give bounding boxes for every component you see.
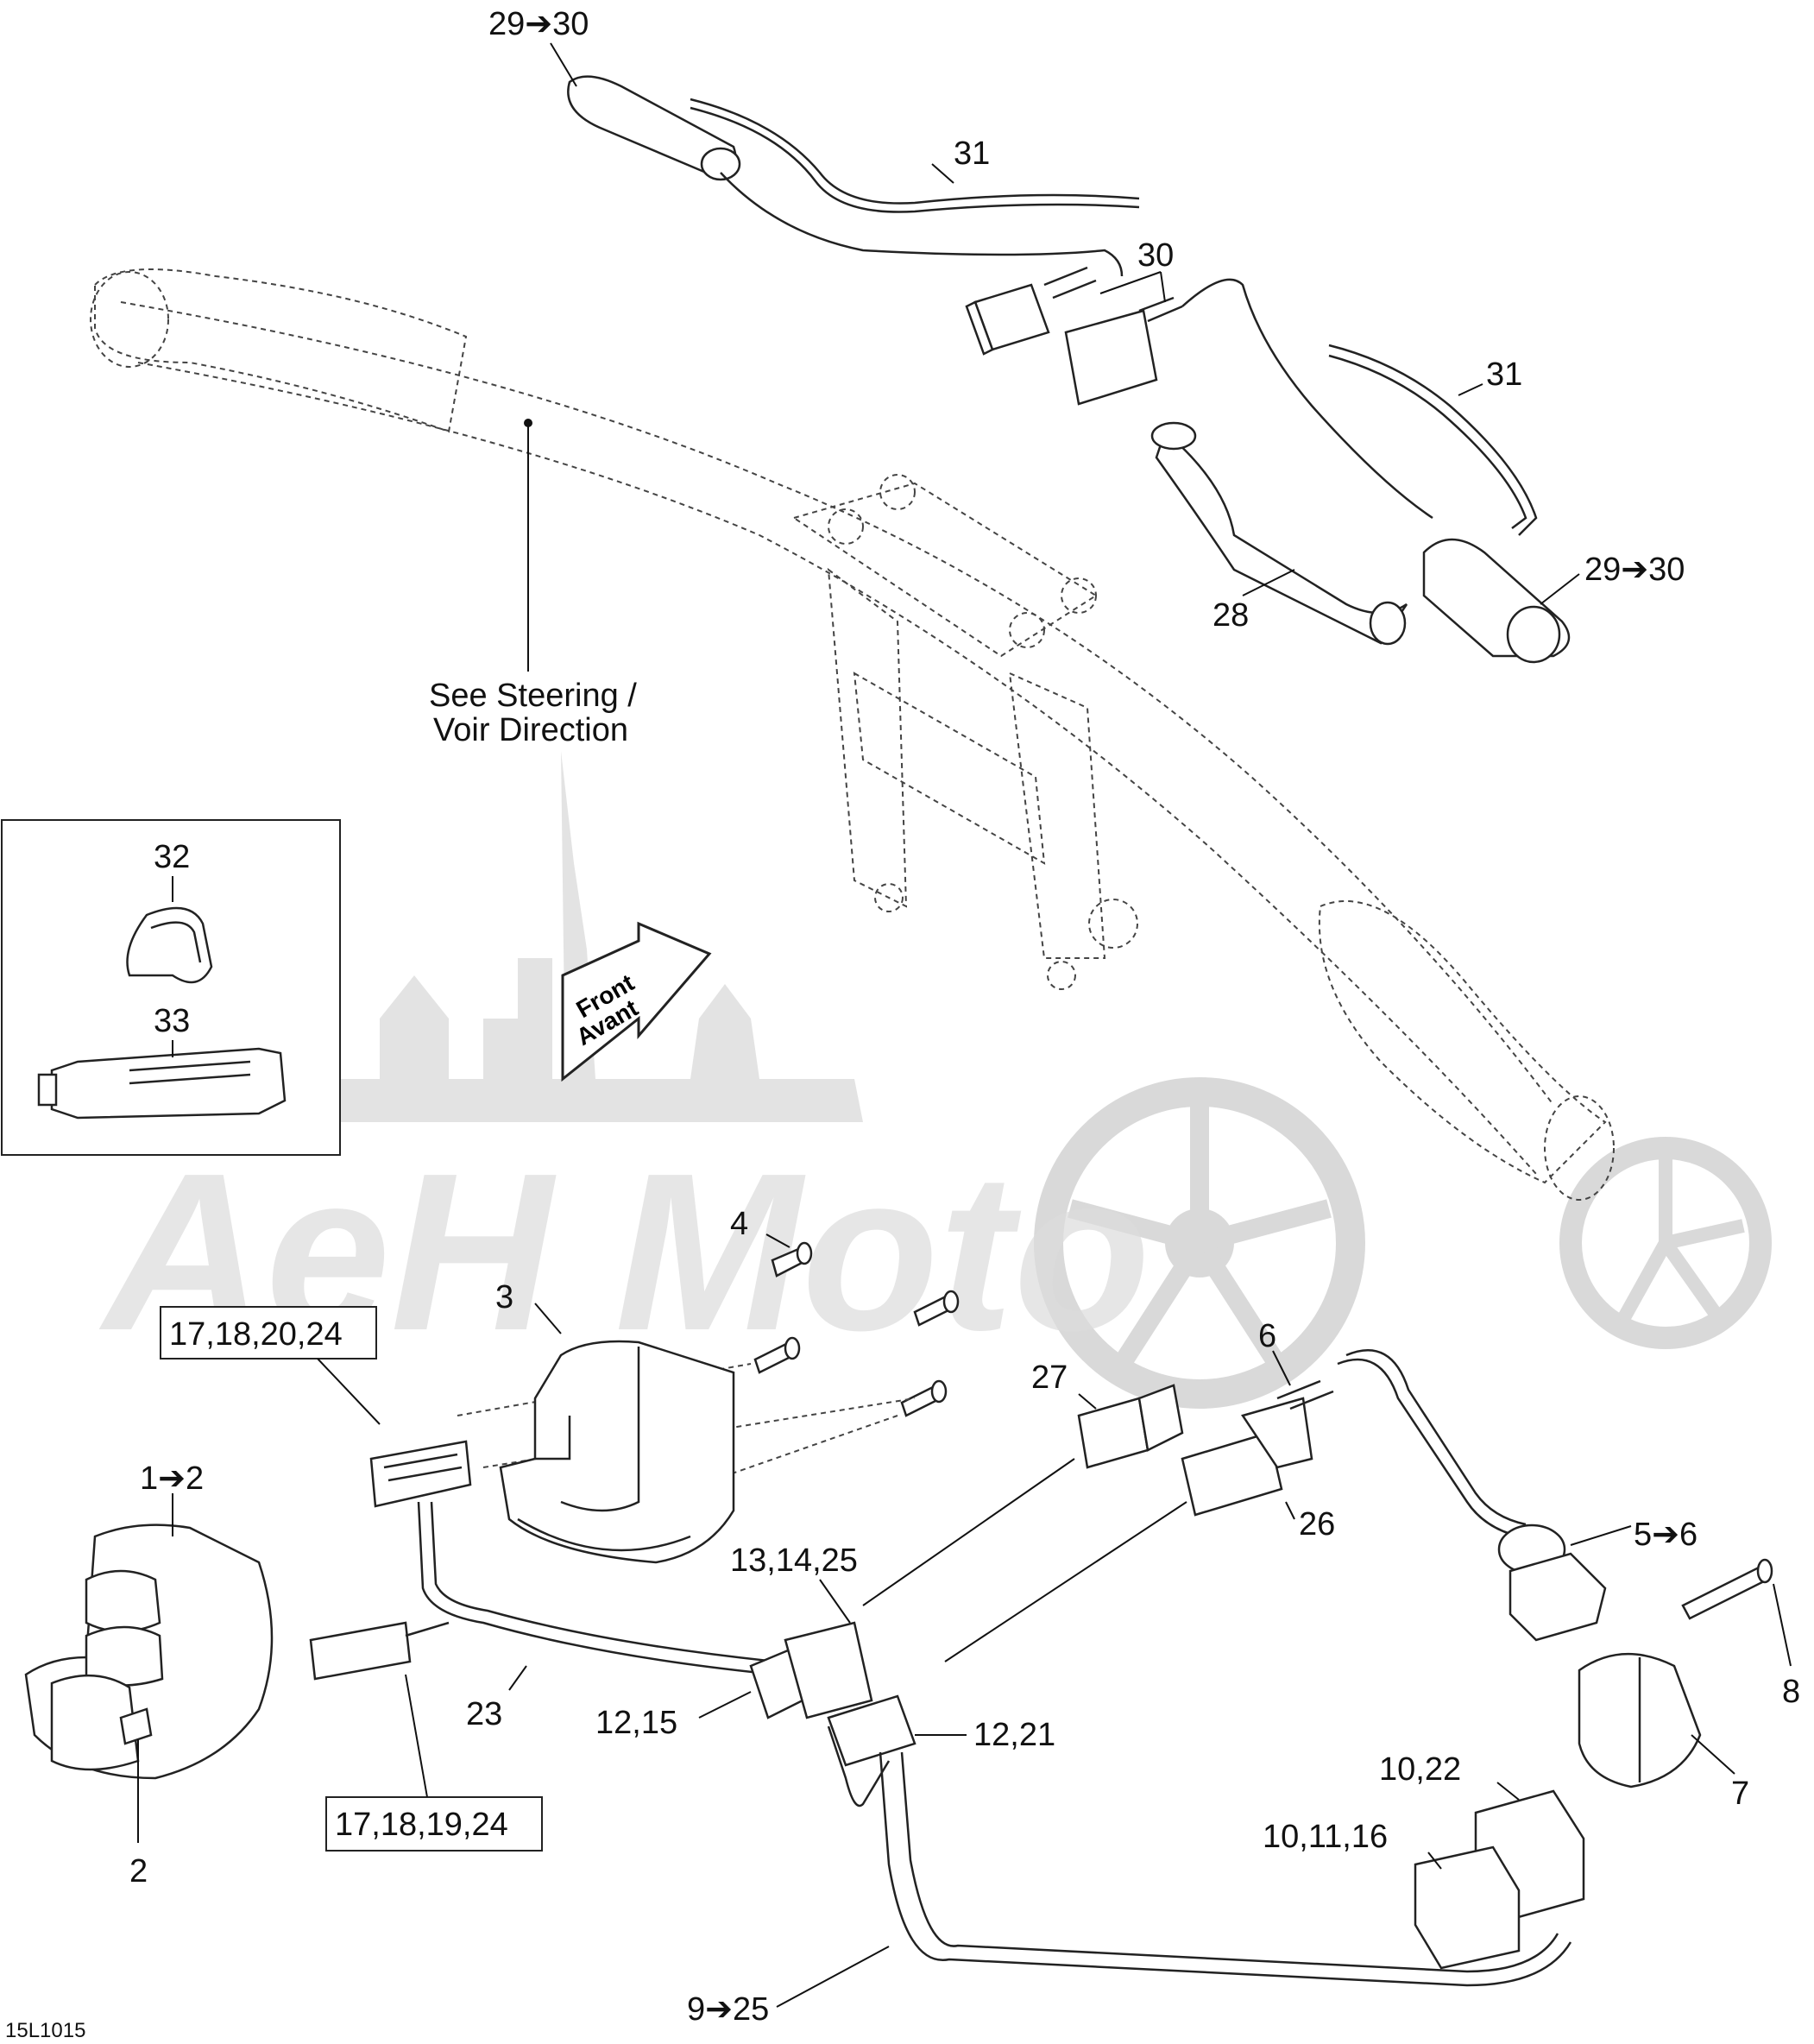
label-connector-30: 30 [1137, 237, 1174, 274]
handlebar-riser [791, 474, 1138, 990]
switch-5 [1337, 1349, 1632, 1642]
wire-top [690, 98, 1140, 277]
pin-8 [1681, 1558, 1792, 1667]
front-arrow: Front Avant [561, 921, 712, 1082]
harness-connectors-mid [698, 1579, 967, 1807]
label-connector-26: 26 [1299, 1506, 1335, 1542]
harness-23 [309, 1501, 829, 1691]
connector-27 [862, 1384, 1184, 1606]
label-box-top: 17,18,20,24 [169, 1316, 343, 1353]
label-box-bottom: 17,18,19,24 [335, 1807, 508, 1843]
label-bar-28: 28 [1212, 597, 1249, 634]
label-inset-33: 33 [154, 1003, 190, 1039]
terminals-6 [1272, 1350, 1334, 1410]
label-pin-8: 8 [1782, 1674, 1800, 1710]
label-switch-5: 5➔6 [1634, 1517, 1697, 1553]
right-grip [1318, 900, 1607, 1184]
handlebar [90, 268, 1615, 1201]
label-harness-23: 23 [466, 1696, 502, 1732]
label-wire-top: 31 [954, 136, 990, 172]
connector-30-pair [965, 266, 1433, 520]
tube-icon [50, 1047, 287, 1120]
left-grip [94, 268, 468, 433]
label-screw-4: 4 [730, 1206, 748, 1242]
drawing-code: 15L1015 [5, 2019, 85, 2042]
bar-28 [1150, 421, 1408, 646]
connectors-10 [1414, 1782, 1585, 1970]
label-harness-9: 9➔25 [687, 1991, 769, 2028]
callout-box-bottom [325, 1674, 543, 1852]
watermark: AeH Moto [97, 751, 1772, 1409]
callout-box-top [160, 1306, 381, 1425]
grip-heater-right [1422, 538, 1580, 664]
label-inset-32: 32 [154, 839, 190, 875]
label-mid-13: 13,14,25 [730, 1542, 858, 1579]
label-conn-10-11: 10,11,16 [1263, 1819, 1388, 1855]
switch-assembly-1 [24, 1493, 274, 1843]
grip-heater-top [550, 42, 741, 181]
harness-connector-upper [369, 1440, 472, 1508]
wire-right [1328, 344, 1538, 536]
label-terminal-6: 6 [1258, 1318, 1276, 1354]
label-wire-right: 31 [1486, 356, 1522, 393]
label-conn-10-22: 10,22 [1379, 1751, 1461, 1788]
harness-9 [776, 1751, 1572, 2008]
label-conn-12-15: 12,15 [595, 1705, 677, 1741]
inset-box [1, 819, 341, 1156]
knob-7 [1578, 1653, 1735, 1788]
label-switch-1: 1➔2 [140, 1460, 204, 1497]
label-connector-27: 27 [1031, 1360, 1068, 1396]
label-grip-top: 29➔30 [488, 6, 589, 42]
label-conn-12-21: 12,21 [973, 1717, 1055, 1753]
connector-26 [944, 1397, 1313, 1662]
steering-note-line2: Voir Direction [433, 712, 628, 748]
label-button-2: 2 [129, 1853, 148, 1889]
label-grip-right: 29➔30 [1584, 552, 1685, 588]
switch-housing-3 [499, 1303, 735, 1564]
steering-note-line1: See Steering / [429, 678, 637, 714]
label-knob-7: 7 [1731, 1776, 1749, 1812]
label-housing-3: 3 [495, 1279, 513, 1315]
watermark-wheel-icon [1034, 1077, 1772, 1409]
